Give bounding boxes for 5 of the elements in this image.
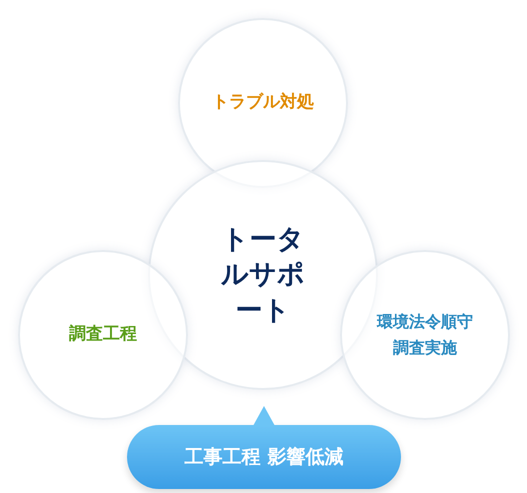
node-label: トータルサポート	[220, 223, 306, 328]
node-label: 工事工程 影響低減	[184, 444, 344, 470]
node-label: 調査工程	[69, 323, 137, 346]
node-label: 環境法令順守調査実施	[376, 311, 474, 359]
node-label: トラブル対処	[212, 91, 314, 114]
